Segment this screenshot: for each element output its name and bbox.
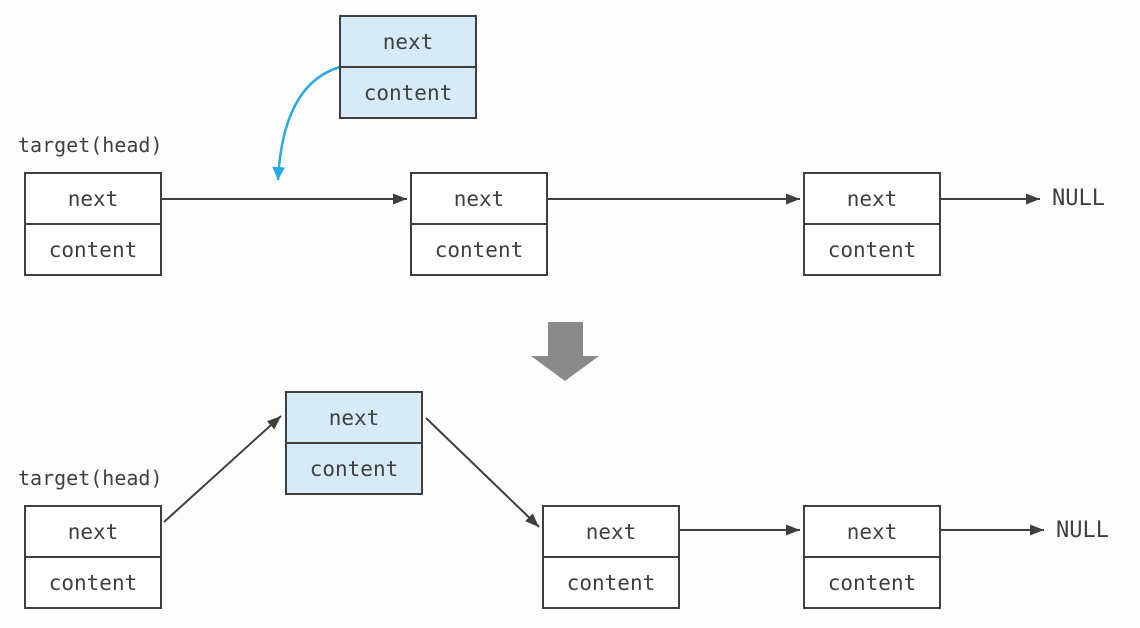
- new-node-before: next content: [339, 15, 477, 119]
- new-node-next-field-after: next: [287, 393, 421, 444]
- null-terminator-after: NULL: [1056, 518, 1109, 543]
- head-node-next-field-after: next: [26, 507, 160, 558]
- link-arrow-newnode-to-node2: [425, 417, 540, 528]
- new-node-content-field-before: content: [363, 80, 453, 105]
- third-node-content-field-after: content: [827, 570, 917, 595]
- third-node-content-field-before: content: [827, 237, 917, 262]
- head-node-content-field-before: content: [48, 237, 138, 262]
- second-node-content-field-after: content: [566, 570, 656, 595]
- head-node-next-field-before: next: [26, 174, 160, 225]
- second-node-before: next content: [410, 172, 548, 276]
- second-node-content-field-before: content: [434, 237, 524, 262]
- link-arrow-head-to-newnode: [163, 415, 282, 523]
- second-node-next-field-after: next: [544, 507, 678, 558]
- second-node-next-field-before: next: [412, 174, 546, 225]
- new-node-after: next content: [285, 391, 423, 495]
- null-terminator-before: NULL: [1052, 186, 1105, 211]
- new-node-content-field-after: content: [309, 456, 399, 481]
- transition-arrow-icon: [531, 322, 599, 381]
- head-node-after: next content: [24, 505, 162, 609]
- target-head-label-before: target(head): [18, 133, 163, 157]
- third-node-after: next content: [803, 505, 941, 609]
- head-node-content-field-after: content: [48, 570, 138, 595]
- third-node-next-field-after: next: [805, 507, 939, 558]
- new-node-next-field-before: next: [341, 17, 475, 68]
- insert-arrow-icon: [272, 65, 341, 181]
- head-node-before: next content: [24, 172, 162, 276]
- third-node-before: next content: [803, 172, 941, 276]
- third-node-next-field-before: next: [805, 174, 939, 225]
- second-node-after: next content: [542, 505, 680, 609]
- target-head-label-after: target(head): [18, 466, 163, 490]
